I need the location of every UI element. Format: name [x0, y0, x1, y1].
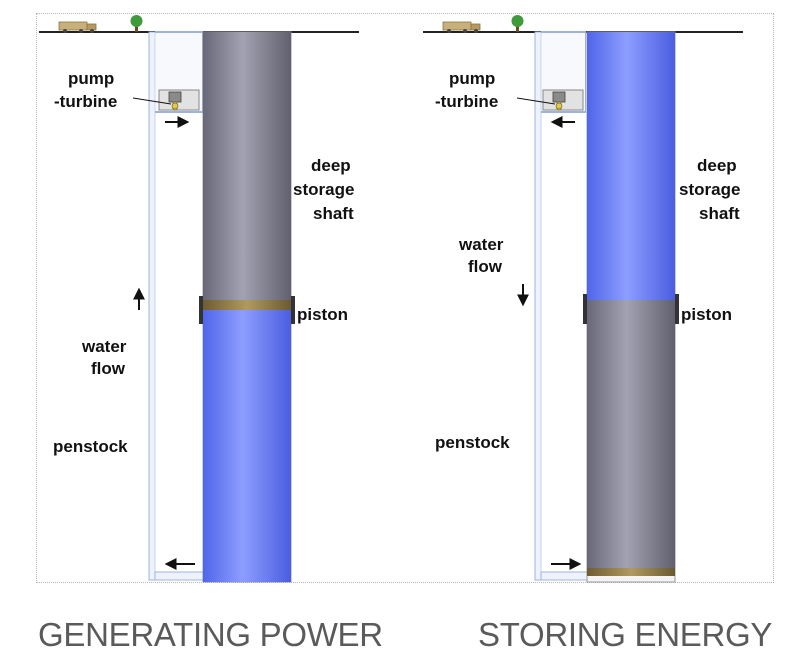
label-flow: flow: [91, 359, 126, 378]
label-pump: pump: [449, 69, 495, 88]
piston-body: [203, 32, 291, 302]
label-deep: deep: [311, 156, 351, 175]
pump-turbine: [542, 89, 584, 111]
label-penstock: penstock: [435, 433, 510, 452]
panel-generating-power: pump -turbine deep storage shaft piston …: [39, 15, 359, 583]
water-column: [203, 310, 291, 582]
storage-shaft: [583, 31, 679, 583]
penstock-pipe: [148, 31, 206, 581]
label-deep: deep: [697, 156, 737, 175]
diagram-frame: pump -turbine deep storage shaft piston …: [36, 13, 774, 583]
label-penstock: penstock: [53, 437, 128, 456]
tree-icon: [511, 15, 524, 32]
label-turbine: -turbine: [435, 92, 498, 111]
label-piston: piston: [297, 305, 348, 324]
diagram-canvas: pump -turbine deep storage shaft piston …: [39, 15, 743, 583]
piston-seal: [583, 294, 587, 324]
label-storage: storage: [293, 180, 354, 199]
label-water: water: [81, 337, 127, 356]
label-flow: flow: [468, 257, 503, 276]
label-storage: storage: [679, 180, 740, 199]
storage-shaft: [199, 31, 295, 583]
label-turbine: -turbine: [54, 92, 117, 111]
truck-icon: [58, 21, 97, 33]
label-shaft: shaft: [699, 204, 740, 223]
water-column: [587, 32, 675, 302]
pump-pointer-line: [132, 97, 172, 105]
label-shaft: shaft: [313, 204, 354, 223]
caption-generating-power: GENERATING POWER: [38, 616, 383, 653]
piston-cap: [203, 300, 291, 310]
label-piston: piston: [681, 305, 732, 324]
piston-seal: [291, 296, 295, 324]
piston-seal: [199, 296, 203, 324]
label-water: water: [458, 235, 504, 254]
penstock-pipe: [534, 31, 590, 581]
piston-body: [587, 300, 675, 572]
label-pump: pump: [68, 69, 114, 88]
pump-turbine: [158, 89, 200, 111]
piston-cap: [587, 568, 675, 576]
caption-storing-energy: STORING ENERGY: [478, 616, 773, 653]
panel-storing-energy: pump -turbine deep storage shaft piston …: [423, 15, 743, 583]
truck-icon: [442, 21, 481, 33]
piston-seal: [675, 294, 679, 324]
pump-pointer-line: [516, 97, 556, 105]
tree-icon: [130, 15, 143, 32]
